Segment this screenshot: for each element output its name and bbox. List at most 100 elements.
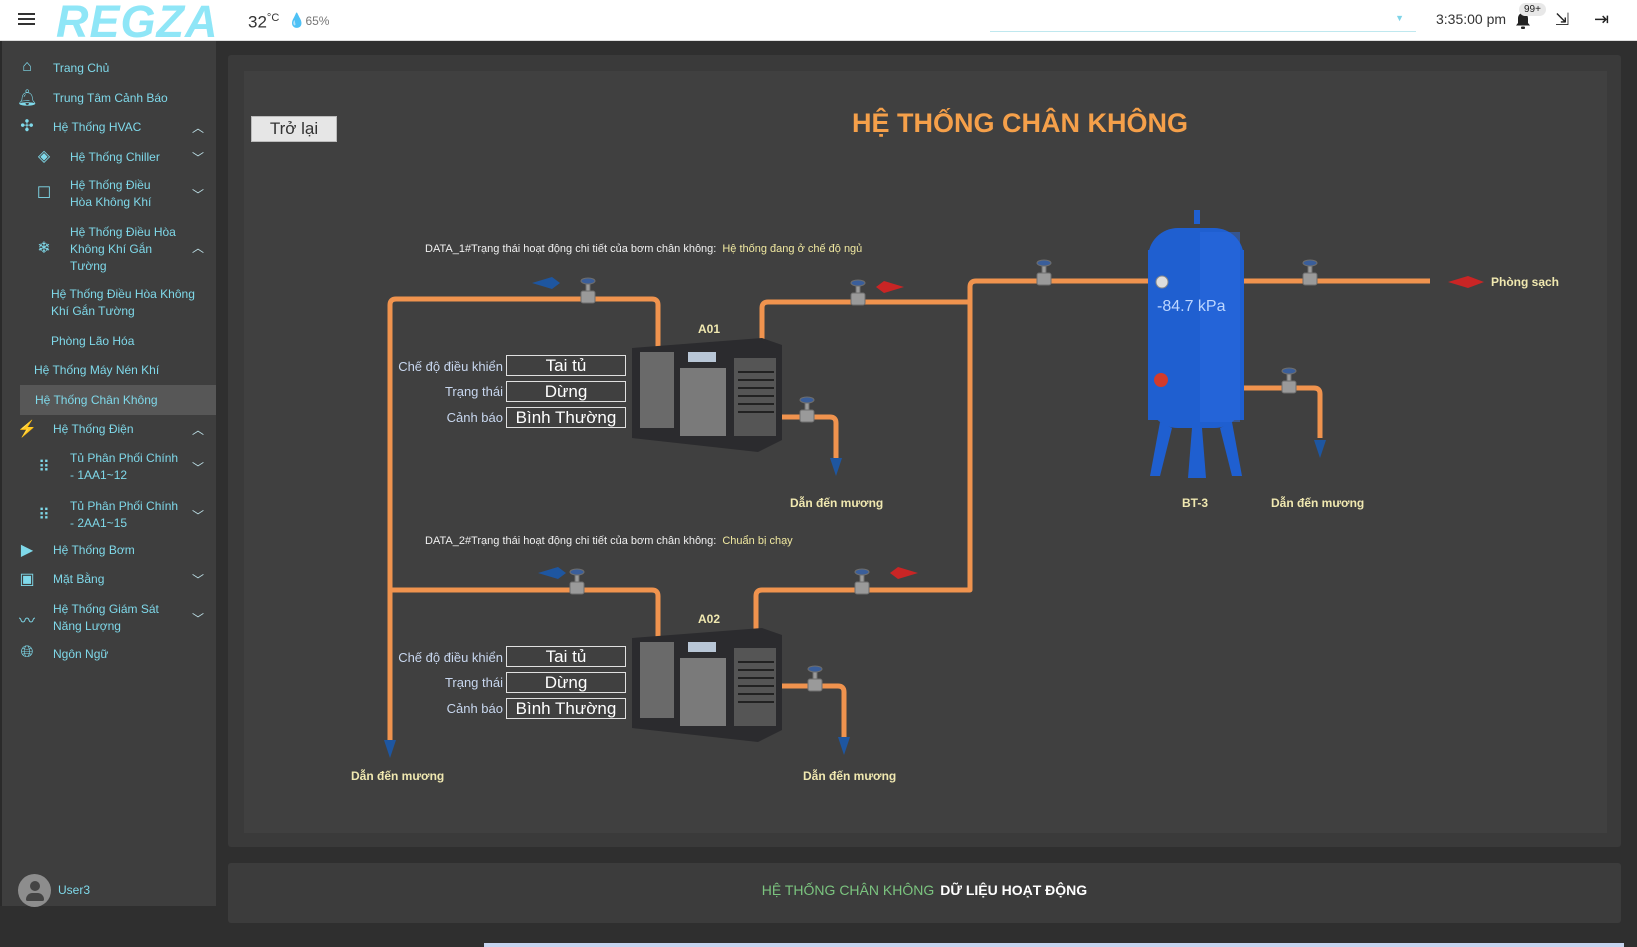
drain-valve-icon [1154,373,1168,387]
system-name: HỆ THỐNG CHÂN KHÔNG [761,882,935,898]
bell-icon[interactable] [1515,12,1531,30]
chevron-down-icon[interactable]: ﹀ [191,461,204,475]
tank-name: BT-3 [1182,496,1209,510]
pump-a01-status-line: DATA_1#Trạng thái hoạt động chi tiết của… [425,243,862,255]
pipe-a02-drain [780,683,847,737]
chevron-up-icon[interactable]: ︿ [191,423,204,437]
chevron-down-icon[interactable]: ﹀ [191,573,204,587]
control-mode-value: Tai tủ [506,646,626,667]
pump-a01[interactable] [632,338,782,452]
sidebar-item-vacuum-system[interactable]: Hệ Thống Chân Không [20,385,218,415]
control-mode-value: Tai tủ [506,355,626,376]
sidebar-item-label: Mặt Bằng [53,572,105,586]
sidebar-item-pump[interactable]: ▶ Hệ Thống Bơm [2,539,216,561]
sidebar-item-home[interactable]: ⌂ Trang Chủ [2,57,216,79]
sidebar-item-label: Tủ Phân Phối Chính - 2AA1~15 [70,499,179,530]
temperature: 32°C [248,12,279,33]
humidity: 💧65% [288,12,329,29]
warning-label: Cảnh báo [446,701,503,716]
grid-icon: ⠿ [38,507,50,524]
chevron-up-icon[interactable]: ︿ [191,241,204,255]
sidebar: ⌂ Trang Chủ 🔔︎ Trung Tâm Cảnh Báo ✣ Hệ T… [0,41,218,907]
sidebar-item-label: Tủ Phân Phối Chính - 1AA1~12 [70,451,179,482]
valve-icon[interactable] [580,277,596,304]
pump-a02-status-line: DATA_2#Trạng thái hoạt động chi tiết của… [425,535,793,547]
valve-icon[interactable] [1302,259,1318,286]
sidebar-item-wall-ac-sub[interactable]: Hệ Thống Điều Hòa Không Khí Gắn Tường [2,284,216,322]
sidebar-item-chiller[interactable]: ◈ Hệ Thống Chiller ﹀ [2,146,216,168]
diagram-panel [228,55,1621,847]
valve-icon[interactable] [850,279,866,306]
vacuum-tank-bt3[interactable] [1148,210,1244,478]
status-label: Trạng thái [444,384,503,399]
pipe-network [384,210,1484,758]
chevron-down-icon[interactable]: ▼ [1395,13,1404,23]
table-header-strip [484,943,1624,947]
sidebar-item-label: Hệ Thống HVAC [53,120,142,134]
warning-value: Bình Thường [506,407,626,428]
valve-icon[interactable] [807,665,823,692]
sidebar-item-label: Hệ Thống Chiller [70,150,160,164]
pipe-a02-outlet [753,278,1150,636]
search-select[interactable]: ▼ [990,10,1416,32]
sidebar-item-wall-ac[interactable]: ❄ Hệ Thống Điều Hòa Không Khí Gắn Tường … [2,221,216,277]
sidebar-item-air-compressor[interactable]: Hệ Thống Máy Nén Khí [2,359,216,381]
sidebar-item-label: Hệ Thống Máy Nén Khí [34,363,160,377]
flow-arrows [384,276,1484,758]
page-title: HỆ THỐNG CHÂN KHÔNG [852,108,1188,138]
drain-arrow-icon [838,737,850,755]
sidebar-item-panel-2[interactable]: ⠿ Tủ Phân Phối Chính - 2AA1~15 ﹀ [2,495,216,535]
valve-icon[interactable] [569,568,585,595]
main-drain-label: Dẫn đến mương [351,769,445,783]
sidebar-item-label: Hệ Thống Giám Sát Năng Lượng [53,602,159,633]
pipe-tank-drain [1244,385,1323,438]
notification-badge: 99+ [1519,3,1546,16]
red-arrow-icon [876,281,904,293]
logo: REGZA [56,0,219,47]
valve-icon[interactable] [1036,259,1052,286]
temperature-unit: °C [266,12,280,24]
humidity-icon: 💧 [288,12,306,28]
valve-icon[interactable] [854,568,870,595]
back-button[interactable]: Trở lại [251,116,337,142]
avatar[interactable] [18,874,51,907]
chevron-down-icon[interactable]: ﹀ [191,612,204,626]
sidebar-item-label: Phòng Lão Hóa [51,334,135,348]
pump-a02-name: A02 [698,612,721,626]
chevron-down-icon[interactable]: ﹀ [191,509,204,523]
sidebar-item-label: Trang Chủ [53,61,110,75]
sidebar-item-label: Hệ Thống Bơm [53,543,135,557]
drain-arrow-icon [830,458,842,476]
sidebar-item-panel-1[interactable]: ⠿ Tủ Phân Phối Chính - 1AA1~12 ﹀ [2,447,216,487]
diagram-canvas [244,71,1607,833]
chevron-down-icon[interactable]: ﹀ [191,188,204,202]
chevron-up-icon[interactable]: ︿ [191,121,204,135]
grid-icon: ⠿ [38,459,50,476]
sidebar-item-alert-center[interactable]: 🔔︎ Trung Tâm Cảnh Báo [2,87,216,109]
pipe-a01-drain [780,414,839,458]
sidebar-item-aging-room[interactable]: Phòng Lão Hóa [2,330,216,352]
sidebar-item-language[interactable]: 🌐︎ Ngôn Ngữ [2,643,216,665]
status-value: Dừng [506,381,626,402]
chevron-down-icon[interactable]: ﹀ [191,151,204,165]
menu-icon[interactable] [18,10,40,30]
status-label: Trạng thái [444,675,503,690]
status-line-label: DATA_2#Trạng thái hoạt động chi tiết của… [425,535,717,547]
sidebar-item-air-conditioning[interactable]: ☐ Hệ Thống Điều Hòa Không Khí ﹀ [2,174,216,214]
valve-icon[interactable] [799,396,815,423]
exit-fullscreen-icon[interactable]: ⇲ [1555,10,1570,29]
trend-line-icon: 〰 [18,613,35,630]
sidebar-item-electrical[interactable]: ⚡ Hệ Thống Điện ︿ [2,418,216,440]
pump-a02[interactable] [632,628,782,742]
sidebar-item-hvac[interactable]: ✣ Hệ Thống HVAC ︿ [2,116,216,138]
valve-icon[interactable] [1281,367,1297,394]
sidebar-item-energy-monitoring[interactable]: 〰 Hệ Thống Giám Sát Năng Lượng ﹀ [2,598,216,638]
username: User3 [58,883,91,897]
square-icon: ☐ [36,185,52,202]
pump-a01-name: A01 [698,322,721,336]
logout-icon[interactable]: ⇥ [1594,9,1610,29]
sidebar-item-floor-plan[interactable]: ▣ Mặt Bằng ﹀ [2,568,216,590]
drain-arrow-icon [384,740,396,758]
pipe-a01-outlet [759,299,970,348]
